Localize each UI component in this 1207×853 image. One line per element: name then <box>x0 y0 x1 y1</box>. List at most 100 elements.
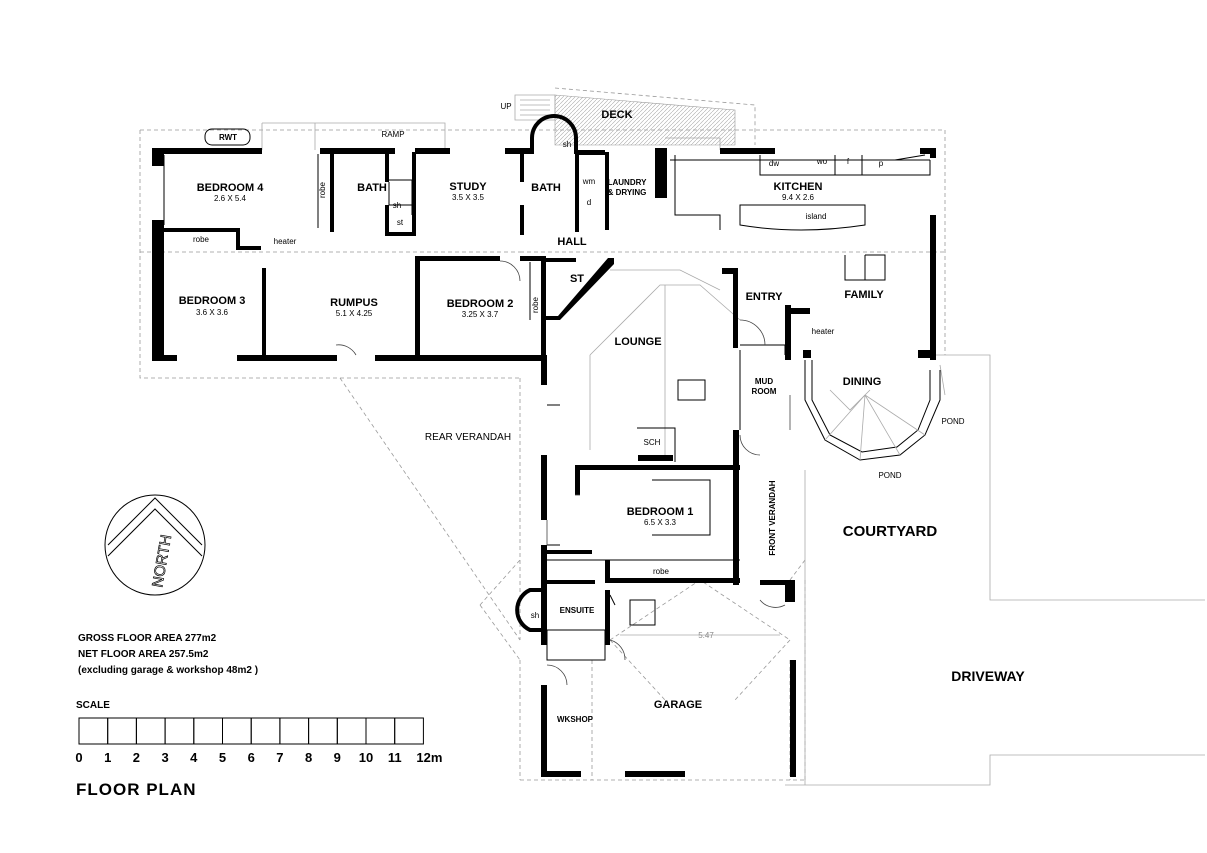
label-island: island <box>806 212 827 221</box>
label-hall: HALL <box>557 236 587 248</box>
label-entry: ENTRY <box>746 291 784 303</box>
scale-number: 7 <box>276 750 283 765</box>
scale-box <box>193 717 224 745</box>
label-driveway: DRIVEWAY <box>951 668 1025 684</box>
label-wm: wm <box>582 177 596 186</box>
label-up: UP <box>500 102 511 111</box>
label-deck: DECK <box>601 109 632 121</box>
scale-number: 9 <box>334 750 341 765</box>
label-rwt: RWT <box>219 133 237 142</box>
scale-box <box>222 717 252 745</box>
size-bedroom2: 3.25 X 3.7 <box>462 310 499 319</box>
label-bath2: BATH <box>531 182 561 194</box>
label-laundry-2: & DRYING <box>608 188 647 197</box>
label-dining: DINING <box>843 376 882 388</box>
area-info: GROSS FLOOR AREA 277m2 NET FLOOR AREA 25… <box>78 633 258 676</box>
label-garage: GARAGE <box>654 699 702 711</box>
label-sh-ensuite: sh <box>531 611 539 620</box>
size-kitchen: 9.4 X 2.6 <box>782 193 815 202</box>
scale-number: 6 <box>248 750 255 765</box>
north-label: NORTH <box>149 533 175 588</box>
label-robe-b2: robe <box>531 296 540 313</box>
scale-box <box>336 717 367 745</box>
rwt-ramp <box>204 122 446 150</box>
label-bath1: BATH <box>357 182 387 194</box>
scale-number: 12m <box>416 750 442 765</box>
label-sh-bath: sh <box>393 201 401 210</box>
label-lounge: LOUNGE <box>614 336 661 348</box>
interior-details <box>159 154 931 661</box>
scale-box <box>107 717 137 745</box>
scale-number: 5 <box>219 750 226 765</box>
lounge-roof <box>589 269 741 455</box>
label-ensuite: ENSUITE <box>560 606 595 615</box>
label-mudroom-2: ROOM <box>752 387 777 396</box>
courtyard-boundary <box>785 354 1205 786</box>
label-sh-top: sh <box>563 140 571 149</box>
scale-box <box>308 717 338 745</box>
scale-box <box>365 717 396 745</box>
size-study: 3.5 X 3.5 <box>452 193 485 202</box>
label-heater-b3: heater <box>274 237 297 246</box>
scale-number: 11 <box>388 750 402 765</box>
scale-number: 3 <box>161 750 168 765</box>
label-dim-garage: 5.47 <box>698 631 714 640</box>
label-p: p <box>879 159 884 168</box>
label-bedroom1: BEDROOM 1 <box>627 506 694 518</box>
label-front-verandah: FRONT VERANDAH <box>768 480 777 555</box>
scale-label: SCALE <box>76 700 110 711</box>
north-arrow: NORTH <box>104 494 206 596</box>
size-rumpus: 5.1 X 4.25 <box>336 309 373 318</box>
scale-box <box>164 717 195 745</box>
label-rumpus: RUMPUS <box>330 297 378 309</box>
room-labels: BEDROOM 4 2.6 X 5.4 BATH STUDY 3.5 X 3.5… <box>179 109 1026 724</box>
label-d: d <box>587 198 591 207</box>
label-pond-2: POND <box>878 471 901 480</box>
doors <box>335 260 791 686</box>
size-bedroom3: 3.6 X 3.6 <box>196 308 229 317</box>
label-wkshop: WKSHOP <box>557 715 594 724</box>
label-mudroom-1: MUD <box>755 377 773 386</box>
label-pond-1: POND <box>941 417 964 426</box>
label-sch: SCH <box>644 438 661 447</box>
size-bedroom4: 2.6 X 5.4 <box>214 194 247 203</box>
scale-box <box>394 717 424 745</box>
scale-box <box>250 717 281 745</box>
scale-box <box>78 717 109 745</box>
deck <box>514 87 756 150</box>
scale-number: 2 <box>133 750 140 765</box>
label-family: FAMILY <box>844 289 884 301</box>
gross-floor-area: GROSS FLOOR AREA 277m2 <box>78 633 217 644</box>
scale-boxes <box>78 717 424 745</box>
label-f: f <box>847 157 850 166</box>
plan-title: FLOOR PLAN <box>76 780 197 799</box>
label-robe-b1: robe <box>653 567 670 576</box>
scale-box <box>135 717 166 745</box>
net-floor-area: NET FLOOR AREA 257.5m2 <box>78 649 209 660</box>
fixture-labels: UP RWT RAMP sh robe sh st wm d dw wo f p… <box>193 102 965 640</box>
label-heater-fam: heater <box>812 327 835 336</box>
scale-number: 0 <box>75 750 82 765</box>
dining-bay <box>804 360 941 461</box>
label-bedroom3: BEDROOM 3 <box>179 295 246 307</box>
label-bedroom4: BEDROOM 4 <box>197 182 265 194</box>
label-robe-b4: robe <box>318 181 327 198</box>
walls <box>152 148 936 777</box>
shower-top <box>530 114 578 154</box>
scale-number: 8 <box>305 750 312 765</box>
scale-box <box>279 717 310 745</box>
label-ramp: RAMP <box>381 130 404 139</box>
label-bedroom2: BEDROOM 2 <box>447 298 514 310</box>
shower-ensuite <box>515 588 545 632</box>
label-st-small: st <box>397 218 404 227</box>
size-bedroom1: 6.5 X 3.3 <box>644 518 677 527</box>
scale-number: 1 <box>104 750 111 765</box>
label-robe-b3: robe <box>193 235 210 244</box>
label-wo: wo <box>816 157 828 166</box>
label-kitchen: KITCHEN <box>774 181 823 193</box>
area-exclusion-note: (excluding garage & workshop 48m2 ) <box>78 665 258 676</box>
label-laundry-1: LAUNDRY <box>608 178 647 187</box>
label-st: ST <box>570 273 584 285</box>
